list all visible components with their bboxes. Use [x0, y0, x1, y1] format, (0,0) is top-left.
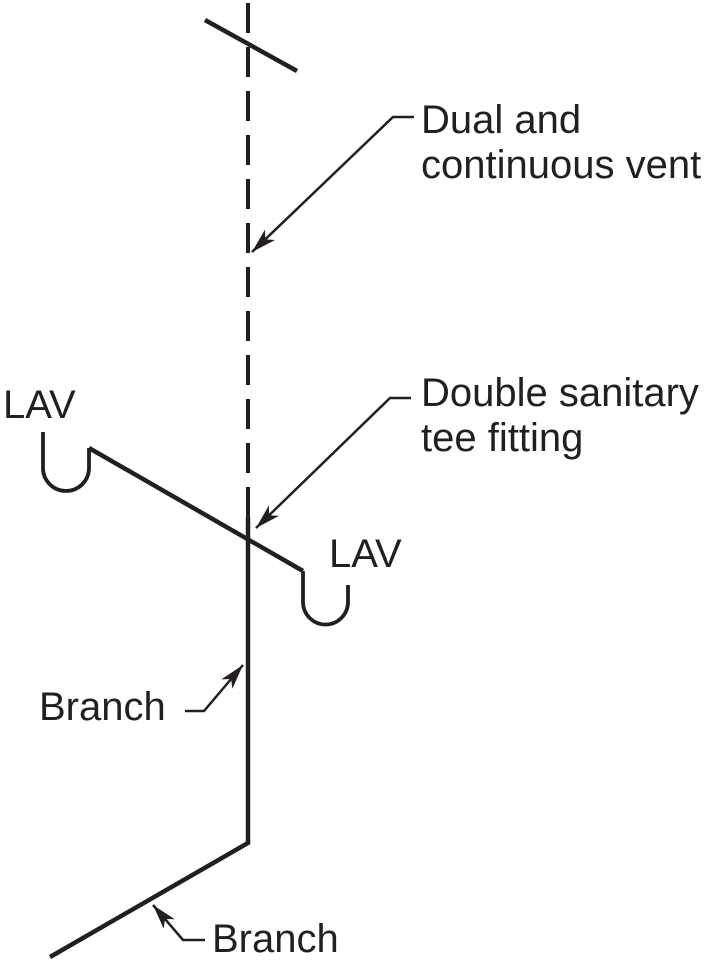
label-vent-line1: Dual and	[421, 98, 581, 142]
label-vent-line2: continuous vent	[421, 143, 701, 187]
lav-trap-left	[41, 432, 91, 493]
lav-trap-right	[301, 571, 350, 627]
label-branch-left: Branch	[39, 685, 166, 729]
branch-drain-line	[48, 517, 251, 959]
label-tee-line2: tee fitting	[421, 416, 583, 460]
label-lav-left: LAV	[3, 383, 76, 427]
label-branch-bottom: Branch	[212, 917, 339, 961]
label-tee-line1: Double sanitary	[421, 371, 699, 415]
pipe-break-icon	[203, 18, 299, 73]
leader-tee	[255, 396, 411, 529]
leader-vent	[251, 115, 414, 253]
fixture-drain-diagonal	[87, 446, 305, 573]
label-lav-right: LAV	[329, 532, 402, 576]
leader-branch-left	[185, 664, 244, 713]
leader-branch-bottom	[152, 904, 205, 942]
